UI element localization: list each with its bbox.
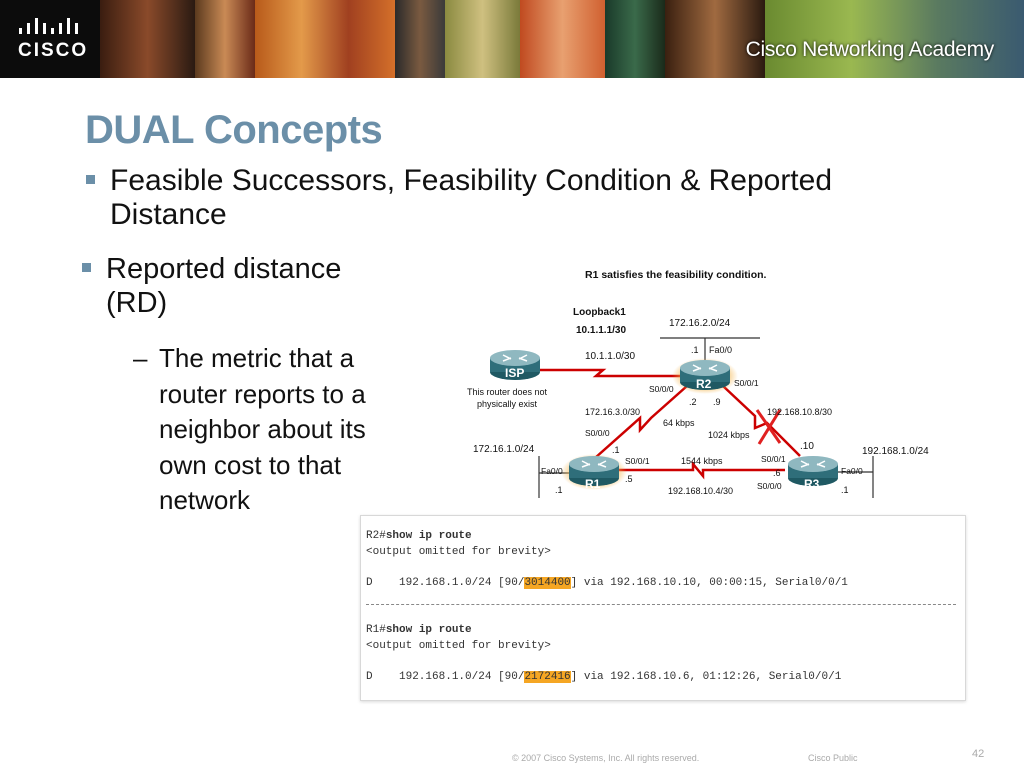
r1-command-line: R1#show ip route — [366, 624, 472, 636]
r2-route-suffix: ] via 192.168.10.10, 00:00:15, Serial0/0… — [570, 577, 848, 589]
r1-s001-port: S0/0/1 — [625, 456, 650, 466]
r2-label: R2 — [696, 377, 712, 391]
r2-host-2: .2 — [689, 397, 697, 407]
r1-route-suffix: ] via 192.168.10.6, 01:12:26, Serial0/0/… — [570, 671, 842, 683]
diagram-caption: R1 satisfies the feasibility condition. — [585, 269, 767, 281]
bullet-2-text: Reported distance (RD) — [106, 253, 342, 319]
banner-photo-7 — [605, 0, 665, 78]
r3-label: R3 — [804, 477, 820, 491]
link-1024k: 1024 kbps — [708, 430, 750, 440]
net-r2-lan: 172.16.2.0/24 — [669, 318, 731, 329]
bullet-1-text: Feasible Successors, Feasibility Conditi… — [110, 164, 833, 231]
banner-photo-8 — [665, 0, 765, 78]
r2-reported-distance: 3014400 — [524, 577, 571, 589]
r3-s000-port: S0/0/0 — [757, 481, 782, 491]
r1-router-icon — [561, 454, 627, 490]
r3-s001-port: S0/0/1 — [761, 454, 786, 464]
r2-command-line: R2#show ip route — [366, 530, 472, 542]
banner-photo-5 — [445, 0, 520, 78]
r2-route-prefix: D 192.168.1.0/24 [90/ — [366, 577, 525, 589]
r1-fa-port: Fa0/0 — [541, 466, 563, 476]
banner-photo-1 — [100, 0, 195, 78]
header-banner: CISCO Cisco Networking Academy — [0, 0, 1024, 78]
net-r1-lan: 172.16.1.0/24 — [473, 444, 535, 455]
sub-bullet-text: The metric that a router reports to a ne… — [159, 343, 366, 515]
bullet-square — [82, 263, 91, 272]
banner-photo-9 — [765, 0, 1024, 78]
r2-route-line: D 192.168.1.0/24 [90/3014400] via 192.16… — [366, 577, 848, 589]
academy-logo-text: Cisco Networking Academy — [745, 38, 995, 61]
link-64k: 64 kbps — [663, 418, 695, 428]
r3-host-10: .10 — [800, 441, 814, 452]
net-isp: 10.1.1.0/30 — [585, 351, 635, 362]
r1-host-1: .1 — [612, 445, 620, 455]
r1-lan-host: .1 — [555, 485, 563, 495]
loopback-address: 10.1.1.1/30 — [576, 325, 626, 336]
network-topology-diagram: R1 satisfies the feasibility condition. … — [467, 269, 929, 498]
cisco-bridge-icon — [19, 18, 78, 34]
footer-copyright: © 2007 Cisco Systems, Inc. All rights re… — [512, 753, 700, 763]
r1-s000-port: S0/0/0 — [585, 428, 610, 438]
omitted-note-1: <output omitted for brevity> — [366, 546, 551, 558]
net-r2r3: 192.168.10.8/30 — [767, 407, 832, 417]
link-1544k: 1544 kbps — [681, 456, 723, 466]
banner-photo-6 — [520, 0, 605, 78]
output-separator — [366, 604, 956, 605]
isp-label: ISP — [505, 366, 524, 380]
r2-lan-host: .1 — [691, 345, 699, 355]
r2-s000-port: S0/0/0 — [649, 384, 674, 394]
cisco-logo-text: CISCO — [18, 40, 89, 61]
net-r1r3: 192.168.10.4/30 — [668, 486, 733, 496]
r3-router-icon — [788, 456, 838, 486]
show-ip-route-output: R2#show ip route <output omitted for bre… — [360, 515, 966, 701]
omitted-note-2: <output omitted for brevity> — [366, 640, 551, 652]
page-number: 42 — [972, 748, 985, 760]
isp-note-1: This router does not — [467, 387, 548, 397]
banner-photo-4 — [395, 0, 445, 78]
r2-r3-serial-link — [722, 385, 801, 457]
r1-reported-distance: 2172416 — [524, 671, 571, 683]
r1-command: show ip route — [385, 624, 472, 636]
net-r1r2: 172.16.3.0/30 — [585, 407, 640, 417]
r2-command: show ip route — [385, 530, 472, 542]
banner-photo-3 — [255, 0, 395, 78]
r1-prompt: R1# — [366, 624, 386, 636]
loopback-label: Loopback1 — [573, 307, 626, 318]
banner-photo-2 — [195, 0, 255, 78]
r2-host-9: .9 — [713, 397, 721, 407]
r2-s001-port: S0/0/1 — [734, 378, 759, 388]
isp-router-icon — [490, 350, 540, 380]
isp-note-2: physically exist — [477, 399, 538, 409]
r2-router-icon — [672, 358, 738, 394]
r1-host-5: .5 — [625, 474, 633, 484]
bullet-square — [86, 175, 95, 184]
r1-r3-serial-link — [615, 460, 785, 480]
link-down-x-2 — [757, 409, 782, 445]
net-r3-lan: 192.168.1.0/24 — [862, 446, 929, 457]
cisco-logo: CISCO — [0, 0, 100, 78]
footer-classification: Cisco Public — [808, 753, 858, 763]
r2-fa-port: Fa0/0 — [709, 345, 732, 355]
r1-route-prefix: D 192.168.1.0/24 [90/ — [366, 671, 525, 683]
r3-host-6: .6 — [773, 468, 781, 478]
r1-route-line: D 192.168.1.0/24 [90/2172416] via 192.16… — [366, 671, 841, 683]
r3-lan-host: .1 — [841, 485, 849, 495]
r3-fa-port: Fa0/0 — [841, 466, 863, 476]
r1-label: R1 — [585, 477, 601, 491]
r2-prompt: R2# — [366, 530, 386, 542]
r1-r2-serial-link — [594, 385, 688, 459]
slide-title: DUAL Concepts — [85, 108, 383, 152]
sub-bullet-dash: – — [133, 343, 148, 373]
isp-r2-serial-link — [540, 368, 683, 378]
